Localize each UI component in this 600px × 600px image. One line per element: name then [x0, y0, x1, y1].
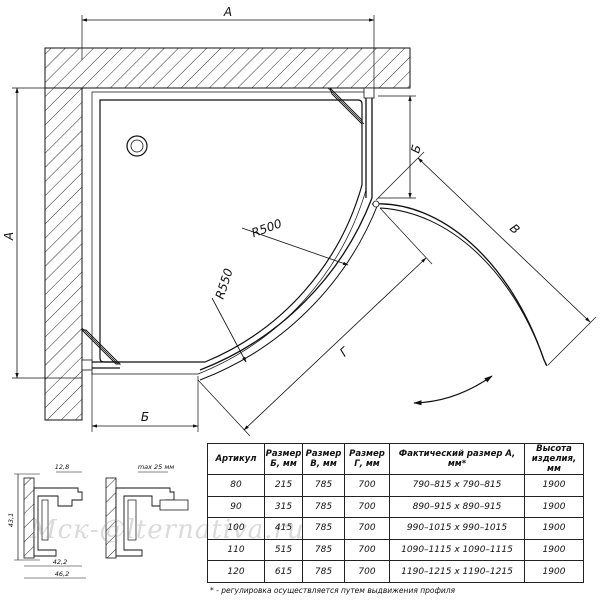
cell-height: 1900 — [524, 474, 584, 497]
cell-size-v: 785 — [302, 495, 345, 519]
cell-article: 120 — [207, 560, 265, 583]
cell-size-g: 700 — [344, 474, 390, 497]
cell-size-v: 785 — [302, 517, 345, 540]
label-a-left: A — [2, 232, 16, 241]
shower-tray — [99, 99, 363, 363]
label-max: max 25 мм — [138, 463, 174, 471]
label-46-2: 46,2 — [55, 570, 69, 578]
header-height: Высота изделия, мм — [524, 443, 584, 475]
label-r550: R550 — [213, 266, 236, 300]
cell-size-v: 785 — [302, 474, 345, 497]
cell-article: 110 — [207, 538, 265, 562]
header-size-v: Размер В, мм — [302, 443, 345, 475]
cell-article: 90 — [207, 495, 265, 519]
table-header-row: Артикул Размер Б, мм Размер В, мм Размер… — [207, 443, 584, 475]
dimension-a-left: A — [2, 87, 88, 379]
label-12-8: 12,8 — [55, 463, 69, 471]
cell-size-g: 700 — [344, 538, 390, 562]
cell-actual-a: 1190–1215 х 1190–1215 — [389, 560, 525, 583]
footnote: * - регулировка осуществляется путем выд… — [210, 586, 456, 595]
label-a-top: A — [223, 5, 232, 19]
cell-size-b: 315 — [264, 495, 303, 519]
dimension-g: Г — [197, 207, 433, 437]
cell-actual-a: 990–1015 х 990–1015 — [389, 517, 525, 540]
cell-actual-a: 890–915 х 890–915 — [389, 495, 525, 519]
label-42-2: 42,2 — [53, 558, 67, 566]
label-v: В — [507, 221, 523, 237]
dimension-b: Б — [91, 372, 199, 432]
side-panel-right — [327, 87, 375, 198]
radius-r500: R500 — [241, 216, 349, 266]
dimension-a-top: A — [81, 5, 375, 88]
cell-article: 80 — [207, 474, 265, 497]
header-size-g: Размер Г, мм — [344, 443, 390, 475]
cell-size-v: 785 — [302, 538, 345, 562]
cell-height: 1900 — [524, 495, 584, 519]
cell-size-g: 700 — [344, 495, 390, 519]
cell-size-g: 700 — [344, 560, 390, 583]
header-article: Артикул — [207, 443, 265, 475]
spec-table: Артикул Размер Б, мм Размер В, мм Размер… — [207, 443, 584, 583]
radius-r550: R550 — [211, 266, 247, 363]
cell-size-b: 615 — [264, 560, 303, 583]
cell-height: 1900 — [524, 517, 584, 540]
label-b: Б — [141, 410, 149, 424]
cell-actual-a: 1090–1115 х 1090–1115 — [389, 538, 525, 562]
cell-size-v: 785 — [302, 560, 345, 583]
cell-actual-a: 790–815 х 790–815 — [389, 474, 525, 497]
cell-height: 1900 — [524, 538, 584, 562]
cell-height: 1900 — [524, 560, 584, 583]
side-panel-left — [80, 327, 122, 371]
label-43-1: 43,1 — [7, 513, 15, 527]
cell-size-b: 215 — [264, 474, 303, 497]
profile-detail-left: 43,1 12,8 42,2 46,2 — [7, 463, 86, 579]
label-b-right: Б — [408, 143, 424, 155]
profile-detail-right: max 25 мм — [105, 463, 189, 559]
cell-size-g: 700 — [344, 517, 390, 540]
wall-top — [44, 47, 411, 89]
label-g: Г — [337, 344, 352, 360]
swing-arrow — [413, 375, 493, 406]
cell-size-b: 515 — [264, 538, 303, 562]
header-size-b: Размер Б, мм — [264, 443, 303, 475]
drain — [126, 135, 148, 157]
header-actual-a: Фактический размер А, мм* — [389, 443, 525, 475]
wall-left — [44, 87, 83, 421]
drain-inner — [130, 139, 144, 153]
cell-article: 100 — [207, 517, 265, 540]
dimension-b-right: Б — [378, 95, 424, 199]
cell-size-b: 415 — [264, 517, 303, 540]
tray-inner-edge — [91, 91, 367, 375]
